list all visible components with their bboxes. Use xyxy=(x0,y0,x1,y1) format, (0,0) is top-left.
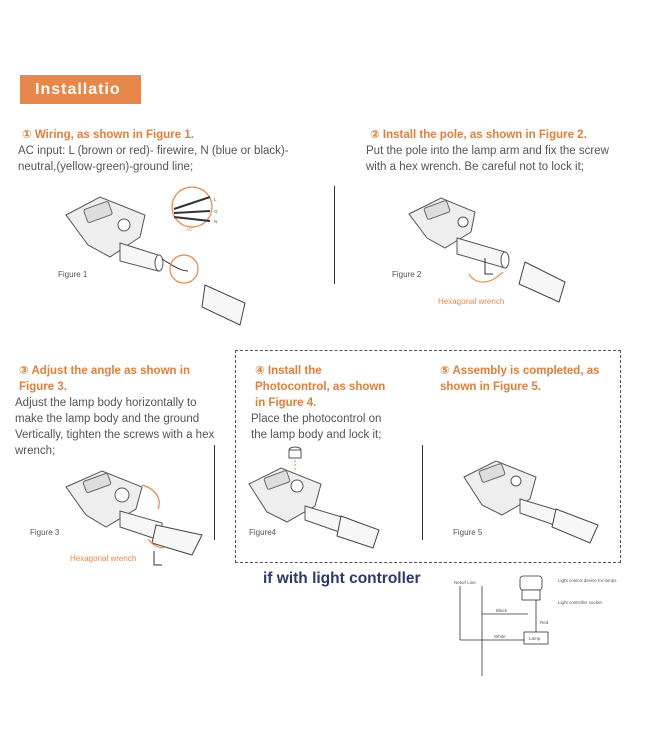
step-2: ② Install the pole, as shown in Figure 2… xyxy=(366,127,626,175)
white-wire-label: White xyxy=(494,634,506,639)
figure-3-illustration xyxy=(65,470,203,566)
controller-title: if with light controller xyxy=(263,570,421,587)
neutral-line-label: Neturl Line xyxy=(454,580,476,585)
step-5: ⑤ Assembly is completed, as shown in Fig… xyxy=(440,363,600,395)
wire-label-n: N xyxy=(214,219,217,224)
step-2-body: Put the pole into the lamp arm and fix t… xyxy=(366,145,609,173)
figure-5-label: Figure 5 xyxy=(453,528,483,537)
section-title: Installatio xyxy=(20,75,141,104)
figure-2-label: Figure 2 xyxy=(392,270,422,279)
figure-4-illustration xyxy=(248,446,380,549)
photocontrol-box xyxy=(235,350,621,563)
step-1-body: AC input: L (brown or red)- firewire, N … xyxy=(18,145,289,173)
socket-label: Light controller socket xyxy=(558,600,603,605)
step-4: ④ Install the Photocontrol, as shown in … xyxy=(251,363,396,443)
wire-label-l: L xyxy=(214,197,217,202)
figure-2-illustration xyxy=(408,197,566,303)
figure-4-label: Figure4 xyxy=(249,528,277,537)
controller-wiring-diagram: Neturl Line Light control device for lam… xyxy=(454,575,617,676)
step-3: ③ Adjust the angle as shown in Figure 3.… xyxy=(15,363,225,459)
divider-1 xyxy=(334,186,335,284)
figure-1-label: Figure 1 xyxy=(58,270,88,279)
step-3-body: Adjust the lamp body horizontally to mak… xyxy=(15,397,215,457)
step-2-heading: ② Install the pole, as shown in Figure 2… xyxy=(370,129,587,141)
wire-label-g: G xyxy=(214,209,218,214)
divider-3 xyxy=(422,445,423,540)
lamp-label: Lamp xyxy=(529,636,541,641)
wrench-label-2: Hexagonal wrench xyxy=(438,297,505,306)
divider-2 xyxy=(214,445,215,540)
step-5-heading: ⑤ Assembly is completed, as shown in Fig… xyxy=(440,365,600,393)
step-1: ① Wiring, as shown in Figure 1. AC input… xyxy=(18,127,298,175)
step-4-body: Place the photocontrol on the lamp body … xyxy=(251,413,382,441)
step-4-heading: ④ Install the Photocontrol, as shown in … xyxy=(255,365,386,409)
wrench-label-3: Hexagonal wrench xyxy=(70,554,137,563)
wire-label-ac: AC xyxy=(186,227,193,232)
device-label: Light control device for lamps xyxy=(558,578,617,583)
step-3-heading: ③ Adjust the angle as shown in Figure 3. xyxy=(19,365,190,393)
figure-1-illustration: L G N AC xyxy=(65,186,246,326)
figure-5-illustration xyxy=(463,460,599,544)
red-wire-label: Red xyxy=(540,620,549,625)
figure-3-label: Figure 3 xyxy=(30,528,60,537)
black-wire-label: Black xyxy=(496,608,508,613)
step-1-heading: ① Wiring, as shown in Figure 1. xyxy=(22,129,194,141)
